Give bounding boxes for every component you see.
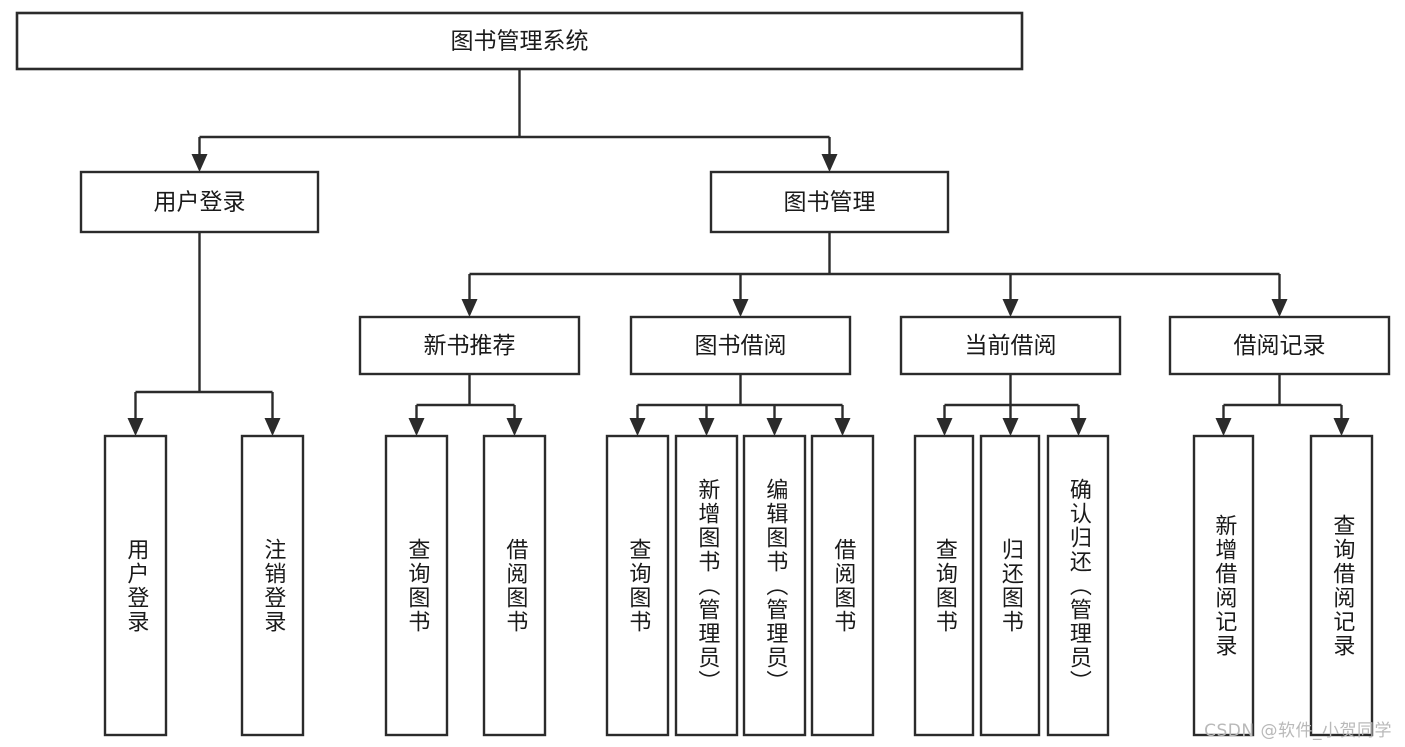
arrow-head-icon [936,418,953,436]
node-leaf-confirm-return[interactable] [1046,434,1110,737]
node-label: 当前借阅 [965,333,1057,359]
node-box[interactable] [1192,434,1255,737]
node-box[interactable] [899,315,1122,376]
node-user-login[interactable] [79,170,320,234]
node-root[interactable] [15,11,1024,71]
node-box[interactable] [103,434,168,737]
node-leaf-borrow-book-recommend[interactable] [482,434,547,737]
node-box[interactable] [605,434,670,737]
watermark-text: CSDN @软件_小贺同学 [1204,721,1392,741]
node-box[interactable] [979,434,1041,737]
arrow-head-icon [1215,418,1232,436]
node-box[interactable] [15,11,1024,71]
node-leaf-borrow-book[interactable] [810,434,875,737]
arrow-head-icon [1002,299,1019,317]
node-label: 借阅记录 [1234,333,1326,359]
arrow-head-icon [191,154,208,172]
node-box[interactable] [1046,434,1110,737]
connector-user-login [127,232,281,436]
arrow-head-icon [461,299,478,317]
arrow-head-icon [766,418,783,436]
node-box[interactable] [1309,434,1374,737]
arrow-head-icon [834,418,851,436]
node-label: 图书管理 [784,190,876,216]
arrow-head-icon [506,418,523,436]
node-book-borrow[interactable] [629,315,852,376]
connector-current-borrow [936,374,1087,436]
node-box[interactable] [810,434,875,737]
node-leaf-return-book[interactable] [979,434,1041,737]
node-leaf-user-logout[interactable] [240,434,305,737]
node-book-manage[interactable] [709,170,950,234]
connector-book-borrow [629,374,851,436]
node-leaf-add-borrow-record[interactable] [1192,434,1255,737]
arrow-head-icon [264,418,281,436]
node-leaf-edit-book[interactable] [742,434,807,737]
connector-new-book-recommend [408,374,523,436]
node-box[interactable] [742,434,807,737]
arrow-head-icon [127,418,144,436]
node-box[interactable] [384,434,449,737]
node-box[interactable] [913,434,975,737]
arrow-head-icon [1002,418,1019,436]
node-leaf-query-borrow-record[interactable] [1309,434,1374,737]
arrow-head-icon [732,299,749,317]
node-box[interactable] [629,315,852,376]
node-box[interactable] [358,315,581,376]
node-box[interactable] [482,434,547,737]
arrow-head-icon [408,418,425,436]
node-label: 图书管理系统 [451,29,589,55]
arrow-head-icon [821,154,838,172]
node-box[interactable] [1168,315,1391,376]
node-box[interactable] [674,434,739,737]
node-leaf-add-book[interactable] [674,434,739,737]
arrow-head-icon [698,418,715,436]
arrow-head-icon [629,418,646,436]
connector-borrow-record [1215,374,1350,436]
node-borrow-record[interactable] [1168,315,1391,376]
node-box[interactable] [79,170,320,234]
connector-book-manage [461,232,1288,317]
node-label: 用户登录 [154,190,246,216]
node-leaf-query-book-borrow[interactable] [605,434,670,737]
node-new-book-recommend[interactable] [358,315,581,376]
node-leaf-query-book-recommend[interactable] [384,434,449,737]
node-box[interactable] [709,170,950,234]
node-box[interactable] [240,434,305,737]
node-current-borrow[interactable] [899,315,1122,376]
node-leaf-user-login[interactable] [103,434,168,737]
connector-root [191,69,838,172]
node-label: 图书借阅 [695,333,787,359]
arrow-head-icon [1271,299,1288,317]
node-leaf-query-book-current[interactable] [913,434,975,737]
arrow-head-icon [1333,418,1350,436]
node-label: 新书推荐 [424,333,516,359]
arrow-head-icon [1070,418,1087,436]
